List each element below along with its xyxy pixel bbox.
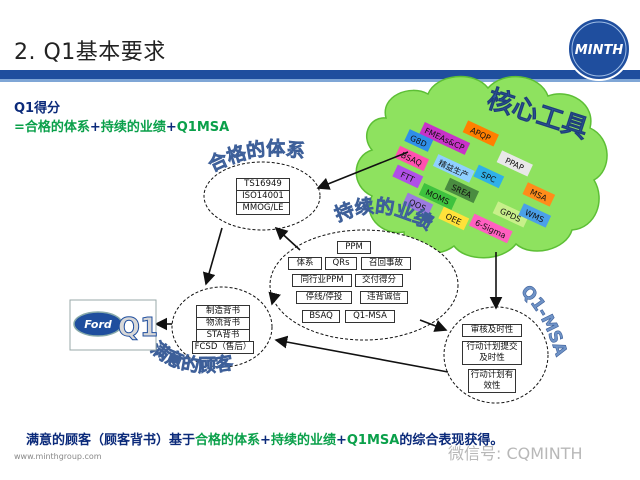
- tag-ftt: FTT: [392, 164, 424, 189]
- q1-score-label: Q1得分: [14, 101, 61, 116]
- company-url: www.minthgroup.com: [14, 452, 102, 461]
- ford-logo-text: Ford: [84, 318, 112, 331]
- formula-performance: 持续的业绩: [100, 120, 166, 135]
- tag-spc: SPC: [473, 164, 505, 189]
- perf-item-integrity: 违背诚信: [360, 291, 408, 304]
- perf-item-bsaq: BSAQ: [302, 310, 340, 323]
- q1-formula: =合格的体系+持续的业绩+Q1MSA: [14, 116, 229, 135]
- perf-item-q1msa: Q1-MSA: [345, 310, 395, 323]
- system-item-mmog: MMOG/LE: [236, 202, 290, 215]
- perf-item-system: 体系: [288, 257, 322, 270]
- perf-item-ppm: PPM: [337, 241, 371, 254]
- wechat-watermark: 微信号: CQMINTH: [448, 444, 583, 463]
- perf-item-delivery: 交付得分: [355, 274, 403, 287]
- formula-eq: =: [14, 120, 25, 135]
- arrow-performance-to-msa: [419, 319, 448, 332]
- minth-logo: MINTH: [567, 17, 631, 81]
- formula-msa: Q1MSA: [176, 120, 230, 135]
- arrow-system-to-customer: [202, 227, 223, 286]
- formula-system: 合格的体系: [24, 120, 90, 135]
- title-bar-accent: [0, 79, 640, 82]
- perf-item-peer-ppm: 同行业PPM: [292, 274, 352, 287]
- ford-q1-logo: Ford Q1: [69, 299, 159, 351]
- arrow-cloud-to-system: [316, 151, 409, 190]
- title-bar: [0, 70, 640, 79]
- tag-oee: OEE: [438, 206, 470, 231]
- perf-item-qrs: QRs: [325, 257, 357, 270]
- perf-item-line-stop: 停线/停投: [296, 291, 352, 304]
- arrow-performance-to-customer: [268, 291, 281, 306]
- formula-plus-1: +: [89, 120, 101, 135]
- customer-item-fcsd: FCSD（售后）: [192, 341, 254, 354]
- formula-plus-2: +: [165, 120, 177, 135]
- arrow-performance-to-system: [274, 226, 301, 251]
- flow-arrows: [154, 151, 503, 373]
- msa-item-plan-effectiveness: 行动计划有效性: [468, 369, 516, 393]
- logo-text: MINTH: [575, 43, 624, 58]
- summary-sentence: 满意的顾客（顾客背书）基于合格的体系+持续的业绩+Q1MSA的综合表现获得。: [26, 433, 504, 448]
- perf-item-recall: 召回事故: [361, 257, 411, 270]
- q1-mark-text: Q1: [118, 313, 158, 343]
- msa-item-audit-timeliness: 审核及时性: [462, 324, 522, 337]
- system-item-iso14001: ISO14001: [236, 190, 290, 203]
- msa-item-plan-submit: 行动计划提交及时性: [462, 341, 522, 365]
- arrow-msa-to-customer: [274, 335, 449, 373]
- page-title: 2. Q1基本要求: [14, 40, 166, 65]
